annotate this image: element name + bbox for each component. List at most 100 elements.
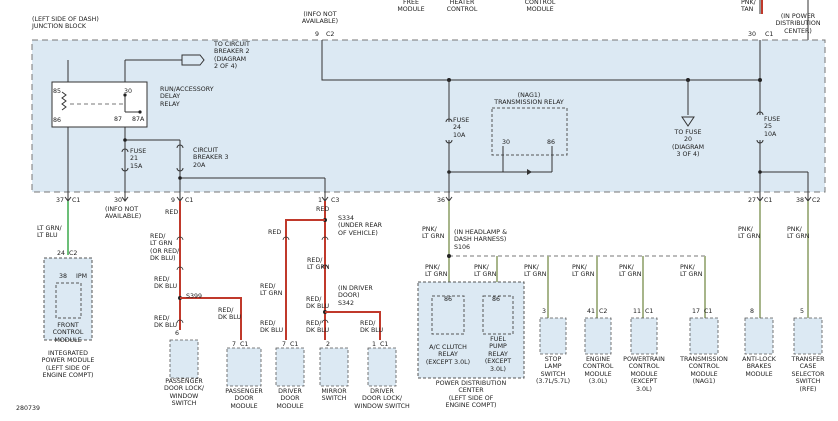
c1d-label: C1	[764, 197, 773, 204]
ipm-38-label: 38	[59, 273, 68, 280]
red2-label: RED	[316, 206, 330, 213]
p87a-label: 87A	[132, 116, 145, 123]
red-dk-blu6-label: RED/ DK BLU	[306, 320, 330, 335]
mir-pin-label: 2	[326, 341, 331, 348]
tcs-label-label: TRANSFER CASE SELECTOR SWITCH (RFE)	[791, 356, 825, 393]
acr-label-label: A/C CLUTCH RELAY (EXCEPT 3.0L)	[425, 344, 471, 366]
ddm-pin-label: 7 C1	[282, 341, 299, 348]
trans-relay-label: (NAG1) TRANSMISSION RELAY	[494, 92, 564, 107]
circuit-breaker3-label: CIRCUIT BREAKER 3 20A	[193, 147, 229, 169]
p30-label: 30	[124, 88, 133, 95]
slp-label-label: STOP LAMP SWITCH (3.7L/5.7L)	[535, 356, 571, 386]
red-dk-blu7-label: RED/ DK BLU	[360, 320, 384, 335]
pnk-lt-grn8-label: PNK/ LT GRN	[738, 226, 761, 241]
p85-label: 85	[53, 88, 62, 95]
red-dk-blu3-label: RED/ DK BLU	[218, 307, 242, 322]
p86r-label: 86	[547, 139, 556, 146]
slp-pin-label: 3	[542, 308, 547, 315]
c1c-label: C1	[185, 197, 194, 204]
heater-control-label: HEATER CONTROL	[446, 0, 478, 14]
p36-label: 36	[437, 197, 446, 204]
tcs-pin-label: 5	[800, 308, 805, 315]
p30r-label: 30	[502, 139, 511, 146]
ipm-tag-label: IPM	[76, 273, 88, 280]
s334-label: S334 (UNDER REAR OF VEHICLE)	[338, 215, 383, 237]
p9c2-label: 9	[315, 31, 320, 38]
red-lt-grn3-label: RED/ LT GRN	[307, 257, 330, 272]
pcm-pin-label: 11 C1	[633, 308, 654, 315]
ipm-pins-label: 24 C2	[57, 250, 78, 257]
to-circuit-breaker-label: TO CIRCUIT BREAKER 2 (DIAGRAM 2 OF 4)	[214, 41, 250, 71]
p38-label: 38	[796, 197, 805, 204]
acr-pin-label: 86	[444, 296, 453, 303]
pnk-lt-grn3-label: PNK/ LT GRN	[474, 264, 497, 279]
title-label: (LEFT SIDE OF DASH) JUNCTION BLOCK	[32, 16, 99, 31]
pdl-pin-label: 6	[175, 330, 180, 337]
pdm-label-label: PASSENGER DOOR MODULE	[225, 388, 263, 410]
pnk-lt-grn2-label: PNK/ LT GRN	[425, 264, 448, 279]
abs-label-label: ANTI-LOCK BRAKES MODULE	[742, 356, 776, 378]
c3-label: C3	[331, 197, 340, 204]
tcm-pin-label: 17 C1	[692, 308, 713, 315]
pnk-tan-label: PNK/ TAN	[741, 0, 756, 14]
s399-label: S399	[186, 293, 203, 300]
c1a-label: C1	[765, 31, 774, 38]
pnk-lt-grn4-label: PNK/ LT GRN	[524, 264, 547, 279]
c2b-label: C2	[812, 197, 821, 204]
red-lt-grn2-label: RED/ LT GRN	[260, 283, 283, 298]
junction-block	[31, 39, 826, 193]
pdc-label: (IN POWER DISTRIBUTION CENTER)	[775, 13, 821, 35]
p30c1-label: 30	[748, 31, 757, 38]
red-lt-grn-or-label: RED/ LT GRN (OR RED/ DK BLU)	[150, 233, 180, 263]
fpr-pin-label: 86	[492, 296, 501, 303]
red-dk-blu2-label: RED/ DK BLU	[154, 315, 178, 330]
s106-label: (IN HEADLAMP & DASH HARNESS) S106	[454, 229, 507, 251]
ipm-inner-label: FRONT CONTROL MODULE	[52, 322, 84, 344]
p27-label: 27	[748, 197, 757, 204]
ddl-pin-label: 1 C1	[372, 341, 389, 348]
ddl-label-label: DRIVER DOOR LOCK/ WINDOW SWITCH	[354, 388, 410, 410]
lt-grn-lt-blu-label: LT GRN/ LT BLU	[37, 225, 62, 240]
ipm-label-label: INTEGRATED POWER MODULE (LEFT SIDE OF EN…	[41, 350, 95, 380]
code-label: 280739	[16, 405, 41, 412]
red1-label: RED	[165, 209, 179, 216]
ddm-label-label: DRIVER DOOR MODULE	[276, 388, 304, 410]
s342-label: (IN DRIVER DOOR) S342	[338, 285, 373, 307]
abs-pin-label: 8	[750, 308, 755, 315]
pdc-label-label: POWER DISTRIBUTION CENTER (LEFT SIDE OF …	[435, 380, 507, 410]
red-dk-blu4-label: RED/ DK BLU	[260, 320, 284, 335]
p30b-label: 30	[114, 197, 123, 204]
pnk-lt-grn7-label: PNK/ LT GRN	[680, 264, 703, 279]
pnk-lt-grn9-label: PNK/ LT GRN	[787, 226, 810, 241]
fuse25-label: FUSE 25 10A	[764, 116, 781, 138]
pdl-label-label: PASSENGER DOOR LOCK/ WINDOW SWITCH	[163, 378, 205, 408]
ecm-pin-label: 41 C2	[587, 308, 608, 315]
tcm-label-label: TRANSMISSION CONTROL MODULE (NAG1)	[680, 356, 728, 386]
mir-label-label: MIRROR SWITCH	[321, 388, 347, 403]
p37-label: 37	[56, 197, 65, 204]
pnk-lt-grn1-label: PNK/ LT GRN	[422, 226, 445, 241]
ecm-label-label: ENGINE CONTROL MODULE (3.0L)	[582, 356, 614, 386]
pcm-label-label: POWERTRAIN CONTROL MODULE (EXCEPT 3.0L)	[623, 356, 665, 393]
c1b-label: C1	[72, 197, 81, 204]
fuse24-label: FUSE 24 10A	[453, 117, 470, 139]
fuse21-label: FUSE 21 15A	[130, 148, 147, 170]
pdm-pin-label: 7 C1	[232, 341, 249, 348]
free-module-label: FREE MODULE	[397, 0, 425, 14]
p87-label: 87	[114, 116, 123, 123]
p1-label: 1	[318, 197, 323, 204]
red-dk-blu1-label: RED/ DK BLU	[154, 276, 178, 291]
pnk-lt-grn6-label: PNK/ LT GRN	[619, 264, 642, 279]
to-fuse20-label: TO FUSE 20 (DIAGRAM 3 OF 4)	[671, 129, 705, 159]
red3-label: RED	[268, 229, 282, 236]
p9-label: 9	[171, 197, 176, 204]
control-module-label: CONTROL MODULE	[524, 0, 556, 14]
red-dk-blu5-label: RED/ DK BLU	[306, 296, 330, 311]
c2a-label: C2	[326, 31, 335, 38]
relay-label-label: RUN/ACCESSORY DELAY RELAY	[160, 86, 214, 108]
info-na2-label: (INFO NOT AVAILABLE)	[105, 206, 142, 221]
pnk-lt-grn5-label: PNK/ LT GRN	[572, 264, 595, 279]
p86-label: 86	[53, 117, 62, 124]
